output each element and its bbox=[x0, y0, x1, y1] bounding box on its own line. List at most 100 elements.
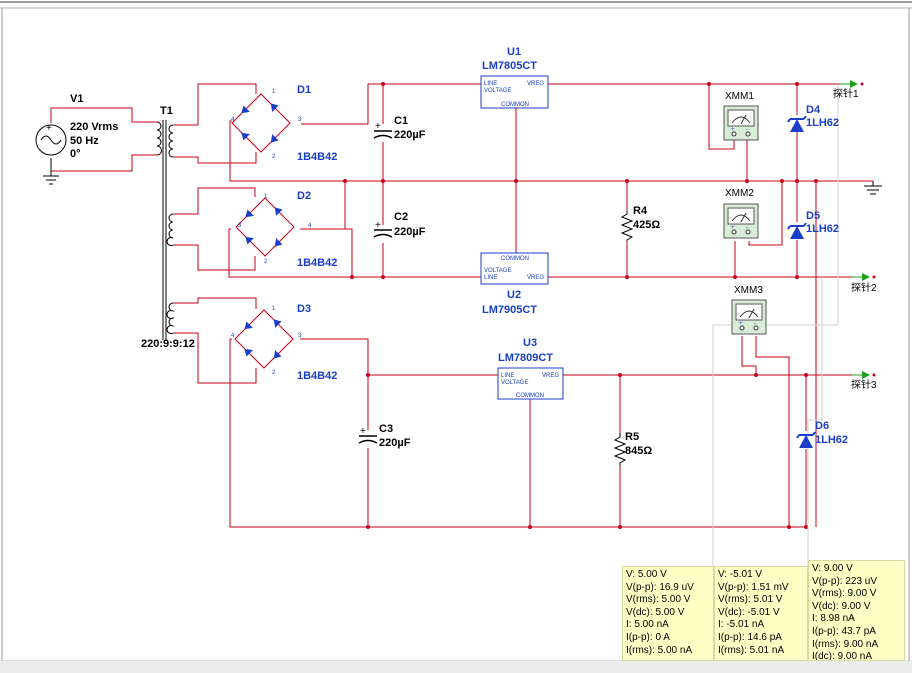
u1-regulator[interactable]: LINE VOLTAGE VREG COMMON U1 LM7805CT bbox=[480, 46, 549, 109]
r5-value: 845Ω bbox=[625, 445, 652, 457]
d2-ref: D2 bbox=[297, 190, 311, 202]
xmm3-ref: XMM3 bbox=[734, 285, 763, 296]
probe3-line: V(dc): 9.00 V bbox=[812, 600, 871, 612]
v1-voltage: 220 Vrms bbox=[70, 121, 118, 133]
u2-vreg-pin: VREG bbox=[527, 275, 544, 281]
u2-line-pin: LINE bbox=[484, 275, 497, 281]
u2-regulator[interactable]: COMMON VOLTAGE LINE VREG U2 LM7905CT bbox=[480, 252, 549, 316]
u2-voltage-pin: VOLTAGE bbox=[484, 268, 511, 274]
v1-ac-source[interactable]: + V1 220 Vrms 50 Hz 0° bbox=[35, 93, 118, 185]
probe2-line: V(p-p): 1.51 mV bbox=[718, 581, 789, 593]
probe1-marker[interactable]: 探针1 bbox=[833, 79, 864, 100]
probe1-line: V(rms): 5.00 V bbox=[626, 594, 691, 606]
c3-ref: C3 bbox=[379, 423, 393, 435]
u3-line-pin: LINE bbox=[501, 373, 514, 379]
probe2-line: I: -5.01 nA bbox=[718, 619, 765, 631]
probe2-label: 探针2 bbox=[851, 281, 877, 294]
xmm2-plus: + bbox=[731, 225, 735, 231]
svg-text:+: + bbox=[46, 123, 52, 134]
r4-resistor[interactable]: R4 425Ω bbox=[620, 205, 660, 241]
d3-pin4: 4 bbox=[231, 333, 235, 339]
probe3-line: V(rms): 9.00 V bbox=[812, 588, 877, 600]
u2-common-pin: COMMON bbox=[501, 256, 529, 262]
d3-ref: D3 bbox=[297, 303, 311, 315]
probe3-label: 探针3 bbox=[851, 378, 877, 391]
r5-ref: R5 bbox=[625, 431, 639, 443]
u3-ref: U3 bbox=[523, 337, 537, 349]
v1-ref: V1 bbox=[70, 93, 83, 105]
probe1-line: I(p-p): 0 A bbox=[626, 631, 670, 643]
probe1-line: V(p-p): 16.9 uV bbox=[626, 581, 694, 593]
probe3-readout: V: 9.00 V V(p-p): 223 uV V(rms): 9.00 V … bbox=[808, 560, 905, 661]
d3-model: 1B4B42 bbox=[297, 370, 337, 382]
d2-bridge[interactable]: 1 2 3 4 D2 1B4B42 bbox=[235, 190, 337, 269]
d3-pin1: 1 bbox=[272, 306, 276, 312]
d5-model: 1LH62 bbox=[806, 223, 839, 235]
u3-regulator[interactable]: LINE VOLTAGE VREG COMMON U3 LM7809CT bbox=[497, 337, 564, 400]
xmm2-minus: - bbox=[746, 225, 748, 231]
t1-transformer[interactable]: T1 220:9:9:12 bbox=[141, 105, 195, 350]
d6-ref: D6 bbox=[815, 420, 829, 432]
d1-bridge[interactable]: 1 2 3 4 D1 1B4B42 bbox=[231, 84, 337, 163]
u2-ref: U2 bbox=[507, 289, 521, 301]
probe2-line: V(rms): 5.01 V bbox=[718, 594, 783, 606]
u2-model: LM7905CT bbox=[482, 304, 537, 316]
d4-zener[interactable]: D4 1LH62 bbox=[787, 104, 839, 133]
t1-ratio: 220:9:9:12 bbox=[141, 338, 195, 350]
u3-common-pin: COMMON bbox=[516, 393, 544, 399]
probe2-line: I(rms): 5.01 nA bbox=[718, 644, 785, 656]
d2-pin4: 4 bbox=[308, 223, 312, 229]
u1-model: LM7805CT bbox=[482, 60, 537, 72]
probe2-line: V: -5.01 V bbox=[718, 569, 763, 580]
probe2-marker[interactable]: 探针2 bbox=[851, 272, 877, 294]
probe3-line: V: 9.00 V bbox=[812, 563, 853, 574]
r5-resistor[interactable]: R5 845Ω bbox=[613, 431, 652, 466]
d5-zener[interactable]: D5 1LH62 bbox=[787, 210, 839, 240]
probe1-line: I(rms): 5.00 nA bbox=[626, 644, 693, 656]
u1-common-pin: COMMON bbox=[501, 102, 529, 108]
d3-bridge[interactable]: 1 2 3 4 D3 1B4B42 bbox=[231, 303, 337, 382]
d4-model: 1LH62 bbox=[806, 117, 839, 129]
probe3-line: I(rms): 9.00 nA bbox=[812, 638, 879, 650]
probe2-line: V(dc): -5.01 V bbox=[718, 606, 780, 618]
d1-ref: D1 bbox=[297, 84, 311, 96]
r4-value: 425Ω bbox=[633, 219, 660, 231]
xmm2-multimeter[interactable]: + - XMM2 bbox=[723, 188, 759, 239]
wires bbox=[50, 83, 873, 528]
d6-model: 1LH62 bbox=[815, 434, 848, 446]
probe3-line: V(p-p): 223 uV bbox=[812, 575, 878, 587]
xmm3-multimeter[interactable]: + - XMM3 bbox=[731, 285, 767, 335]
c1-ref: C1 bbox=[394, 115, 408, 127]
c2-capacitor[interactable]: + C2 220µF bbox=[373, 211, 426, 238]
d2-model: 1B4B42 bbox=[297, 257, 337, 269]
c1-capacitor[interactable]: + C1 220µF bbox=[373, 115, 426, 141]
d4-ref: D4 bbox=[806, 104, 821, 116]
d1-pin3: 3 bbox=[298, 117, 302, 123]
c2-value: 220µF bbox=[394, 226, 426, 238]
c3-value: 220µF bbox=[379, 437, 411, 449]
xmm3-plus: + bbox=[739, 321, 743, 327]
probe3-line: I(p-p): 43.7 pA bbox=[812, 625, 876, 637]
probe3-marker[interactable]: 探针3 bbox=[851, 370, 877, 391]
probe1-line: V: 5.00 V bbox=[626, 569, 667, 580]
d2-pin3: 3 bbox=[238, 223, 242, 229]
u3-voltage-pin: VOLTAGE bbox=[501, 380, 528, 386]
c3-capacitor[interactable]: + C3 220µF bbox=[358, 423, 411, 449]
xmm1-ref: XMM1 bbox=[725, 91, 754, 102]
probe1-label: 探针1 bbox=[833, 87, 859, 100]
d1-pin1: 1 bbox=[272, 89, 276, 95]
u3-model: LM7809CT bbox=[498, 352, 553, 364]
probe-leaders bbox=[712, 84, 839, 566]
probe2-line: I(p-p): 14.6 pA bbox=[718, 631, 782, 643]
d6-zener[interactable]: D6 1LH62 bbox=[796, 420, 848, 449]
v1-frequency: 50 Hz bbox=[70, 135, 99, 147]
d1-pin4: 4 bbox=[231, 117, 235, 123]
ground-symbol bbox=[864, 181, 882, 195]
d3-pin2: 2 bbox=[272, 370, 276, 376]
u1-vreg-pin: VREG bbox=[527, 81, 544, 87]
u3-vreg-pin: VREG bbox=[542, 373, 559, 379]
c1-value: 220µF bbox=[394, 129, 426, 141]
d3-pin3: 3 bbox=[298, 333, 302, 339]
xmm1-multimeter[interactable]: + - XMM1 bbox=[723, 91, 759, 141]
